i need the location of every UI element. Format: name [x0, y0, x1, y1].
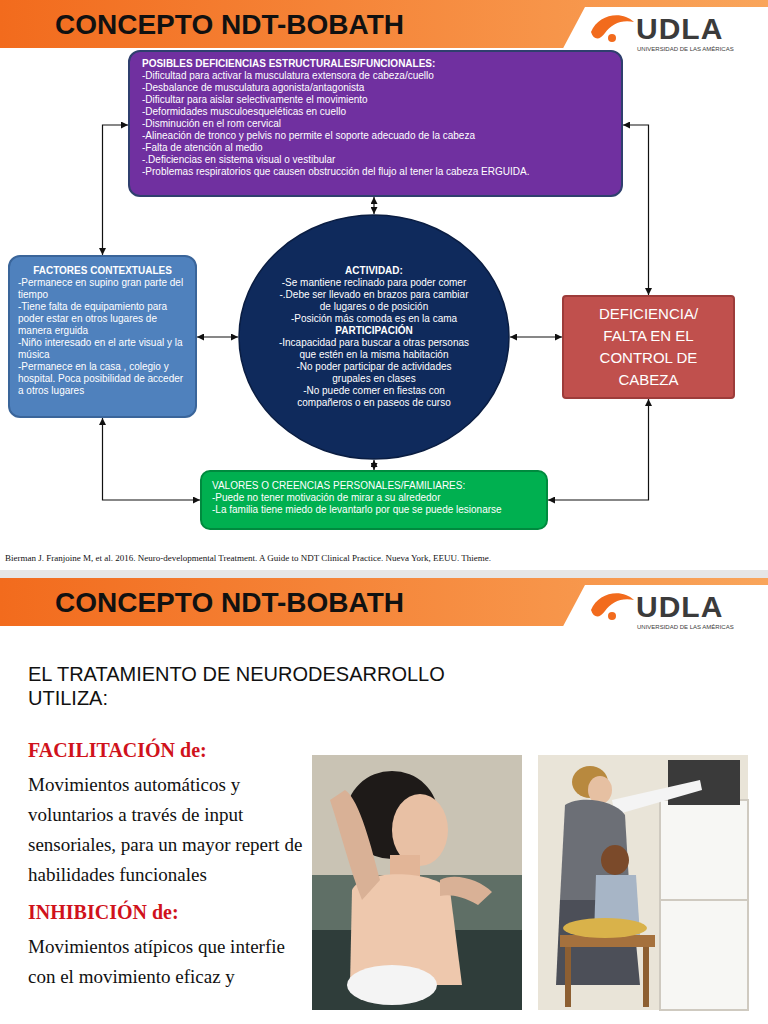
- section-heading: EL TRATAMIENTO DE NEURODESARROLLO UTILIZ…: [28, 662, 498, 710]
- therapist-hand: [440, 877, 492, 905]
- red-heading: INHIBICIÓN de:: [28, 898, 310, 926]
- box-text: -La familia tiene miedo de levantarlo po…: [212, 504, 536, 516]
- paragraph: Movimientos atípicos que interfie con el…: [28, 932, 310, 992]
- connector-arrow: [373, 197, 374, 214]
- slide-title: CONCEPTO NDT-BOBATH: [55, 587, 404, 619]
- circle-shape: [239, 215, 509, 459]
- microwave: [668, 760, 740, 805]
- box-text: -Falta de atención al medio: [142, 142, 609, 154]
- logo-text: UDLA: [636, 590, 723, 624]
- photo-frame: [312, 755, 522, 1010]
- box-text: -Dificultar para aislar selectivamente e…: [142, 94, 609, 106]
- header-logo-panel: [560, 7, 768, 54]
- woman-arm: [612, 780, 702, 815]
- box-heading: FACTORES CONTEXTUALES: [18, 265, 187, 277]
- child-diaper: [347, 965, 437, 1005]
- box-text: -Permanece en supino gran parte del tiem…: [18, 277, 187, 301]
- woman-face: [588, 776, 612, 804]
- connector-arrow: [197, 336, 238, 337]
- connector-arrow: [103, 418, 201, 500]
- box-text: -Incapacidad para buscar a otras persona…: [278, 337, 470, 361]
- box-heading: ACTIVIDAD:: [345, 265, 403, 277]
- box-text: -Permanece en la casa , colegio y hospit…: [18, 361, 187, 397]
- box-text: -Deformidades musculoesqueléticas en cue…: [142, 106, 609, 118]
- deficiency-box: POSIBLES DEFICIENCIAS ESTRUCTURALES/FUNC…: [128, 50, 623, 197]
- box-heading: POSIBLES DEFICIENCIAS ESTRUCTURALES/FUNC…: [142, 58, 609, 70]
- box-text: -No poder participar de actividades grup…: [278, 361, 470, 385]
- logo-dot: [608, 612, 616, 620]
- citation: Bierman J. Franjoine M, et al. 2016. Neu…: [5, 553, 491, 563]
- text-column: FACILITACIÓN de: Movimientos automáticos …: [28, 736, 310, 992]
- red-heading: FACILITACIÓN de:: [28, 736, 310, 764]
- connector-arrow: [548, 399, 649, 500]
- paragraph: Movimientos automáticos y voluntarios a …: [28, 770, 310, 890]
- header-logo-panel: [560, 585, 768, 632]
- box-text: -Se mantiene reclinado para poder comer: [282, 277, 467, 289]
- box-text: -Disminución en el rom cervical: [142, 118, 609, 130]
- logo-text: UDLA: [636, 12, 723, 46]
- values-box: VALORES O CREENCIAS PERSONALES/FAMILIARE…: [200, 470, 548, 530]
- chair-leg: [643, 947, 649, 1007]
- logo-subtext: UNIVERSIDAD DE LAS AMÉRICAS: [637, 624, 734, 630]
- box-text: -No puede comer en fiestas con compañero…: [278, 385, 470, 409]
- context-box: FACTORES CONTEXTUALES-Permanece en supin…: [8, 255, 197, 418]
- circle-content: ACTIVIDAD:-Se mantiene reclinado para po…: [278, 228, 470, 446]
- cabinet-line: [660, 899, 748, 901]
- box-text: -.Debe ser llevado en brazos para cambia…: [278, 289, 470, 313]
- box-text: VALORES O CREENCIAS PERSONALES/FAMILIARE…: [212, 480, 536, 492]
- problem-box: DEFICIENCIA/ FALTA EN EL CONTROL DE CABE…: [562, 295, 735, 399]
- box-text: -Alineación de tronco y pelvis no permit…: [142, 130, 609, 142]
- logo-dot: [608, 34, 616, 42]
- chair-cushion: [563, 918, 647, 938]
- box-text: -Tiene falta de equipamiento para poder …: [18, 301, 187, 337]
- kitchen-cabinet: [660, 800, 748, 1010]
- box-text: -.Deficiencias en sistema visual o vesti…: [142, 154, 609, 166]
- box-heading: PARTICIPACIÓN: [335, 325, 412, 337]
- child-head: [601, 845, 629, 875]
- therapist-hand: [330, 790, 380, 900]
- box-text: -Niño interesado en el arte visual y la …: [18, 337, 187, 361]
- box-text: -Desbalance de musculatura agonista/anta…: [142, 82, 609, 94]
- box-text: -Puede no tener motivación de mirar a su…: [212, 492, 536, 504]
- activity-circle: ACTIVIDAD:-Se mantiene reclinado para po…: [238, 214, 510, 460]
- logo-subtext: UNIVERSIDAD DE LAS AMÉRICAS: [637, 46, 734, 52]
- box-text: -Problemas respiratorios que causen obst…: [142, 166, 609, 178]
- slide-separator: [0, 570, 768, 578]
- connector-arrow: [623, 125, 649, 295]
- box-text: -Dificultad para activar la musculatura …: [142, 70, 609, 82]
- chair-leg: [565, 947, 571, 1007]
- slide-title: CONCEPTO NDT-BOBATH: [55, 9, 404, 41]
- connector-arrow: [510, 336, 562, 337]
- photo-frame: [538, 755, 748, 1010]
- connector-arrow: [103, 125, 129, 255]
- box-text: -Posición más comoda es en la cama: [291, 313, 457, 325]
- box-text: DEFICIENCIA/ FALTA EN EL CONTROL DE CABE…: [576, 303, 721, 391]
- connector-arrow: [373, 460, 374, 470]
